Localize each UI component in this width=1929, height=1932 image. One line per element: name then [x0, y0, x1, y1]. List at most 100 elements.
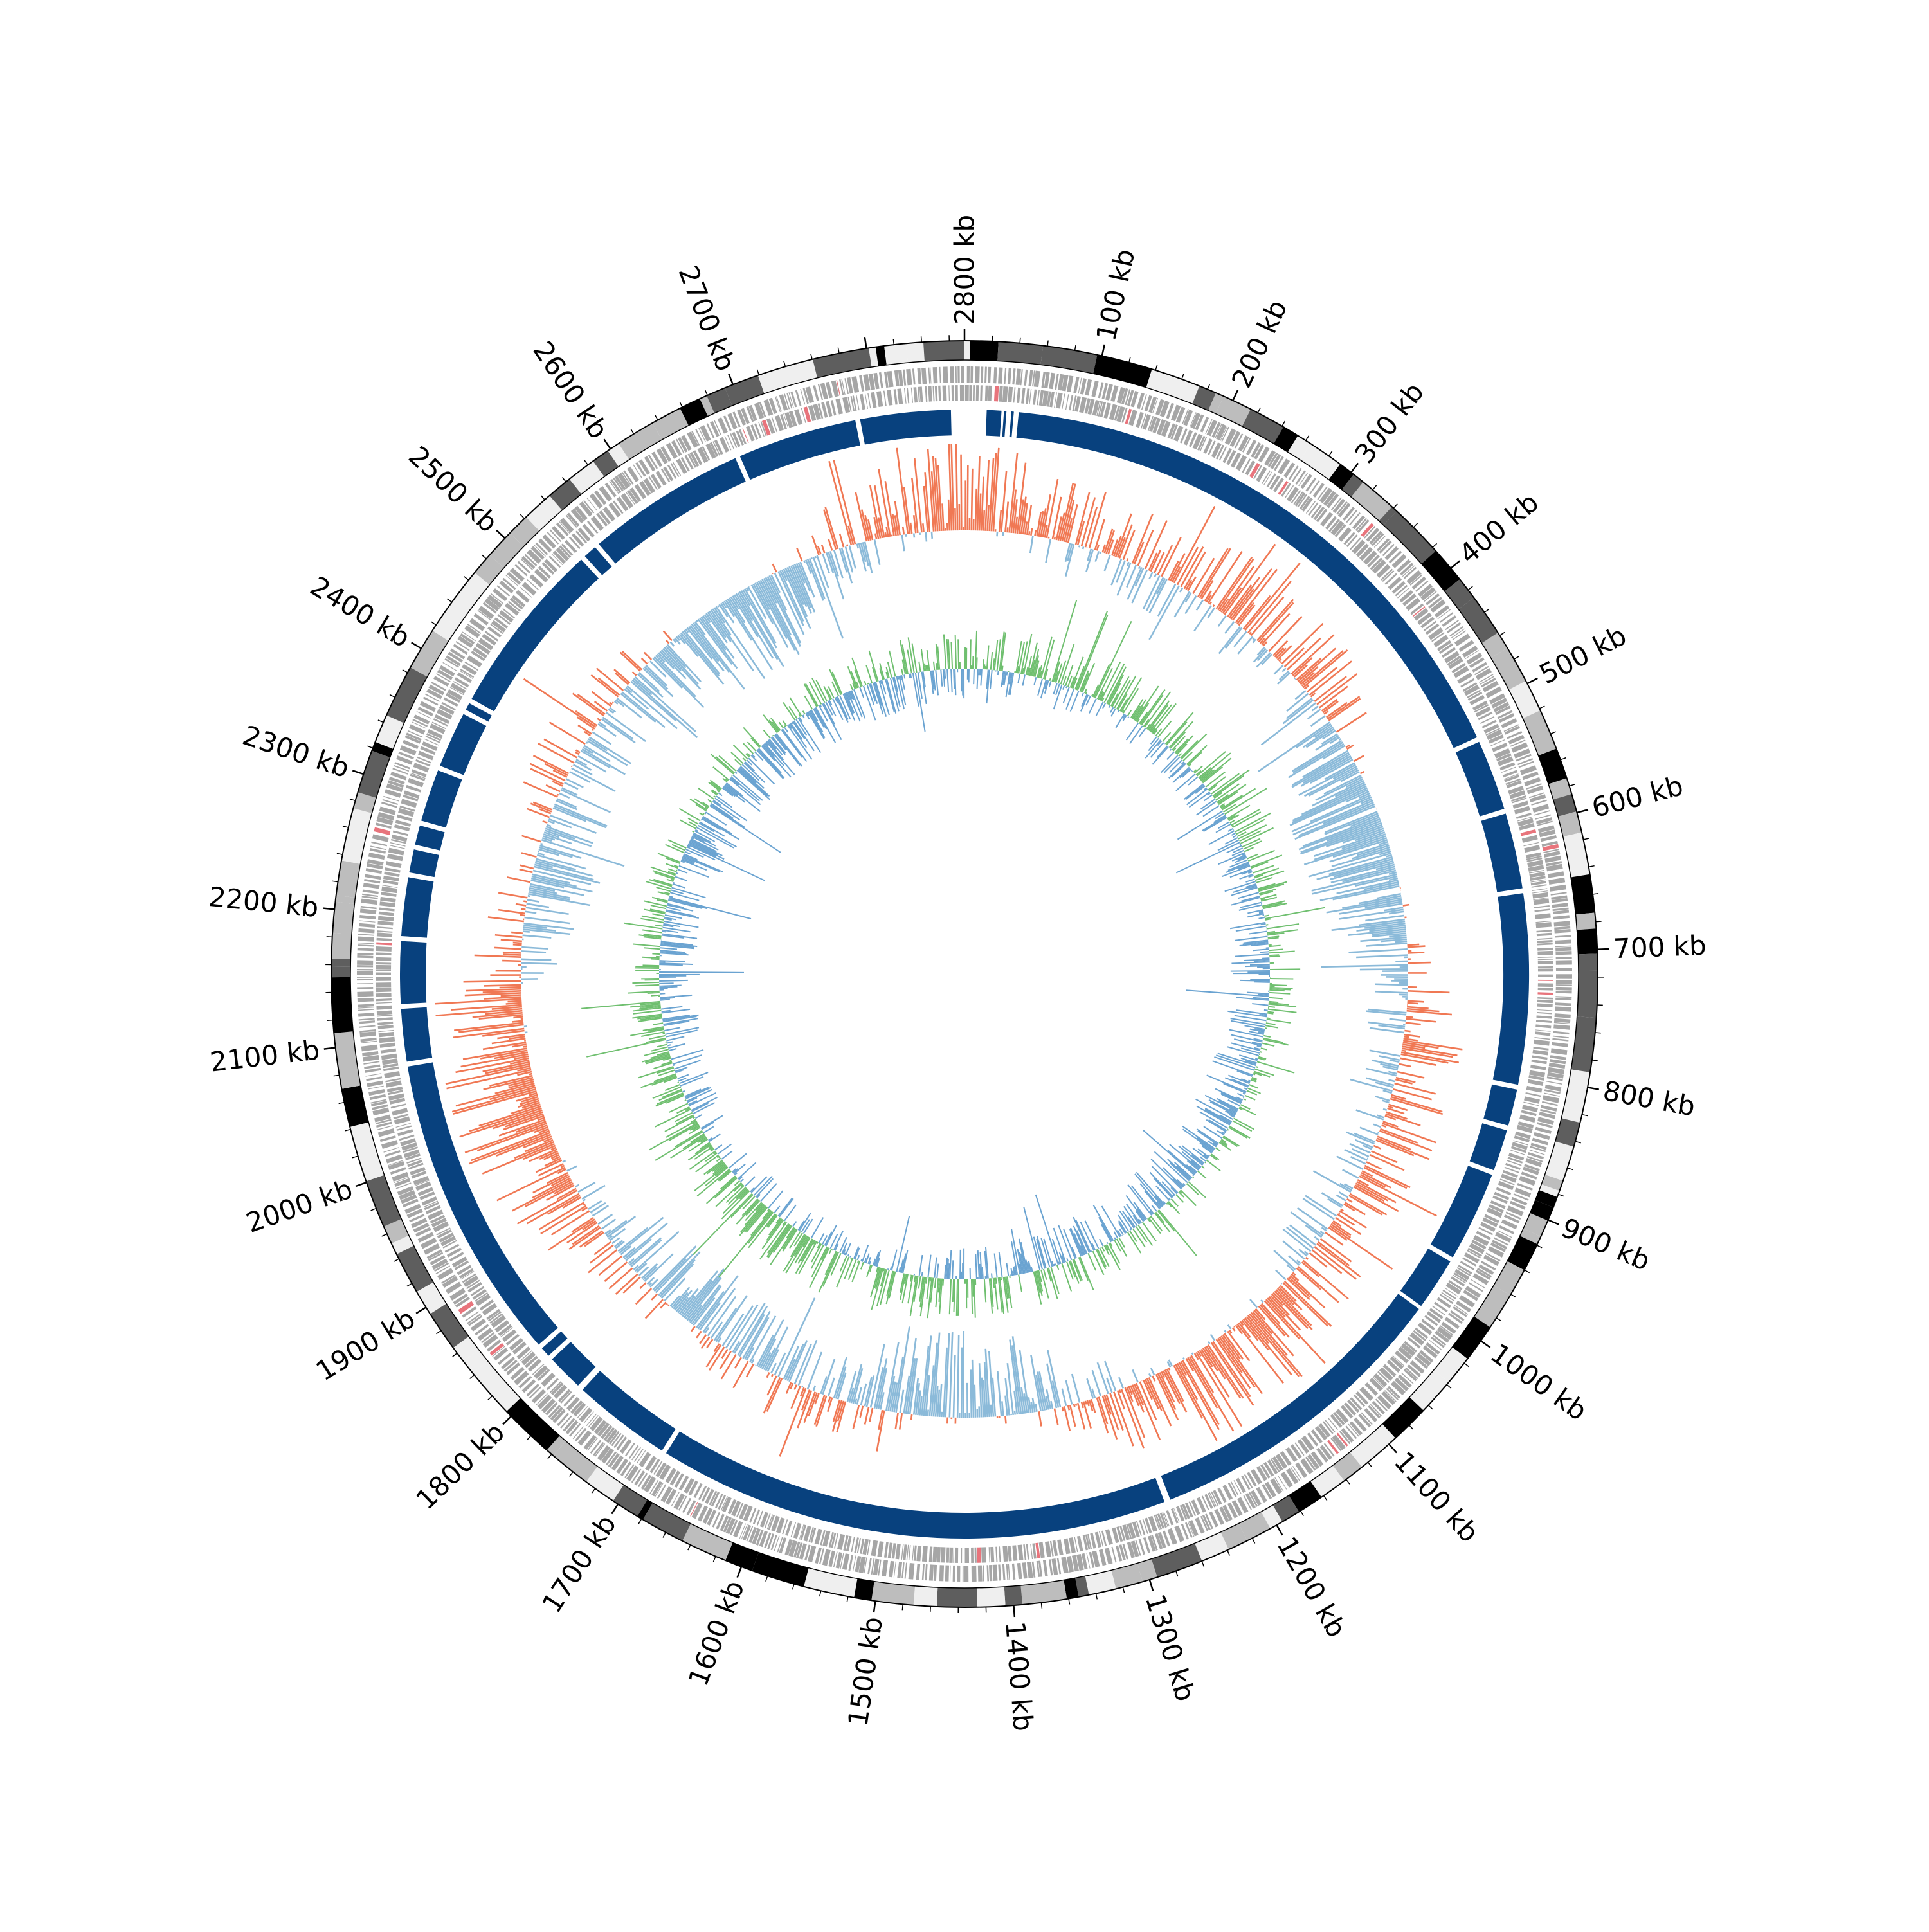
gc-above-mean	[1245, 563, 1300, 631]
gc-skew-negative	[676, 873, 678, 874]
gc-skew-positive	[586, 1040, 666, 1057]
gc-skew-positive	[1062, 1263, 1072, 1291]
position-label-2100: 2100 kb	[208, 1034, 322, 1078]
gc-above-mean	[599, 678, 620, 695]
gc-below-mean	[664, 647, 698, 684]
gc-below-mean	[566, 779, 583, 787]
major-tick	[412, 642, 421, 648]
gc-below-mean	[525, 912, 536, 913]
gc-skew-negative	[1231, 962, 1269, 963]
gc-above-mean	[860, 1406, 863, 1418]
gc-above-mean	[1218, 559, 1253, 610]
gc-below-mean	[1291, 1212, 1323, 1236]
minor-tick	[811, 354, 812, 359]
collinear-block	[1470, 1123, 1507, 1170]
gc-skew-positive	[678, 1082, 679, 1083]
gc-above-mean	[961, 455, 962, 530]
gc-skew-negative	[799, 1213, 811, 1231]
gene-forward	[1555, 1013, 1571, 1018]
gene-forward	[371, 842, 387, 847]
gene-reverse	[994, 386, 999, 401]
gc-below-mean	[813, 1386, 815, 1391]
gc-above-mean	[501, 995, 521, 997]
gc-above-mean	[507, 877, 530, 882]
gc-below-mean	[575, 1185, 579, 1187]
gc-skew-negative	[660, 999, 670, 1000]
gc-skew-negative	[999, 1252, 1002, 1277]
gene-reverse	[999, 386, 1002, 402]
gc-below-mean	[525, 917, 570, 923]
gc-above-mean	[1330, 1226, 1392, 1269]
minor-tick	[902, 1604, 903, 1610]
gc-skew-positive	[688, 1144, 711, 1160]
gc-above-mean	[1248, 581, 1291, 633]
gene-forward	[1555, 939, 1571, 944]
gc-skew-positive	[936, 1278, 938, 1307]
position-label-500: 500 kb	[1534, 620, 1631, 691]
gc-skew-positive	[669, 1060, 671, 1061]
gc-above-mean	[795, 1385, 797, 1390]
gene-forward	[916, 1564, 921, 1580]
cytoband-block	[937, 1587, 977, 1607]
gene-forward	[1292, 468, 1302, 482]
gc-skew-positive	[1179, 754, 1181, 757]
gene-forward	[921, 368, 927, 384]
gc-above-mean	[1388, 1106, 1393, 1108]
gc-skew-positive	[708, 800, 712, 802]
gc-skew-negative	[1192, 771, 1193, 772]
gc-above-mean	[583, 1204, 585, 1205]
gc-skew-positive	[655, 1132, 703, 1160]
gc-below-mean	[658, 1252, 700, 1295]
gc-skew-positive	[693, 831, 694, 832]
gene-reverse	[909, 1545, 911, 1560]
gc-below-mean	[950, 1332, 952, 1418]
gc-skew-positive	[1138, 1225, 1152, 1246]
minor-tick	[1373, 485, 1377, 490]
gc-above-mean	[1347, 1199, 1352, 1202]
gene-reverse	[1537, 933, 1552, 937]
gc-skew-negative	[666, 911, 699, 918]
gene-forward	[357, 969, 373, 971]
gene-reverse	[376, 998, 392, 1001]
gc-below-mean	[723, 1314, 744, 1346]
gc-skew-negative	[808, 712, 824, 739]
gc-below-mean	[1234, 631, 1246, 646]
minor-tick	[1570, 784, 1575, 786]
minor-tick	[1047, 341, 1048, 347]
gc-skew-negative	[1103, 703, 1105, 709]
gene-forward	[831, 381, 839, 397]
minor-tick	[350, 799, 356, 800]
gc-above-mean	[1408, 1003, 1418, 1004]
gc-skew-positive	[1244, 1099, 1246, 1100]
gc-above-mean	[1055, 1409, 1058, 1425]
gc-above-mean	[780, 1388, 806, 1456]
gc-skew-positive	[764, 730, 770, 739]
gc-above-mean	[812, 536, 819, 555]
gene-forward	[1554, 929, 1570, 934]
gc-above-mean	[1336, 712, 1366, 732]
gc-skew-positive	[1234, 1118, 1254, 1129]
gene-forward	[1556, 991, 1572, 993]
gc-above-mean	[910, 523, 912, 534]
gene-reverse	[397, 1129, 413, 1136]
gc-above-mean	[943, 503, 944, 530]
gc-below-mean	[1087, 1378, 1092, 1398]
gene-forward	[372, 834, 389, 842]
gc-below-mean	[1149, 586, 1179, 640]
cytoband-track	[331, 341, 1598, 1607]
gc-below-mean	[1305, 1225, 1321, 1238]
gc-above-mean	[1031, 528, 1032, 536]
gc-skew-positive	[1166, 1203, 1168, 1204]
gene-forward	[950, 366, 954, 383]
minor-tick	[1227, 1550, 1230, 1555]
gene-reverse	[1033, 390, 1037, 405]
gc-above-mean	[1281, 624, 1323, 664]
gc-skew-positive	[1128, 710, 1132, 716]
minor-tick	[1176, 1571, 1178, 1576]
gc-skew-positive	[1266, 1023, 1276, 1024]
gc-skew-positive	[935, 1278, 936, 1288]
gc-below-mean	[1139, 566, 1140, 568]
gc-skew-negative	[1252, 1004, 1268, 1006]
gc-skew-negative	[1247, 993, 1269, 994]
gc-above-mean	[1408, 952, 1424, 953]
